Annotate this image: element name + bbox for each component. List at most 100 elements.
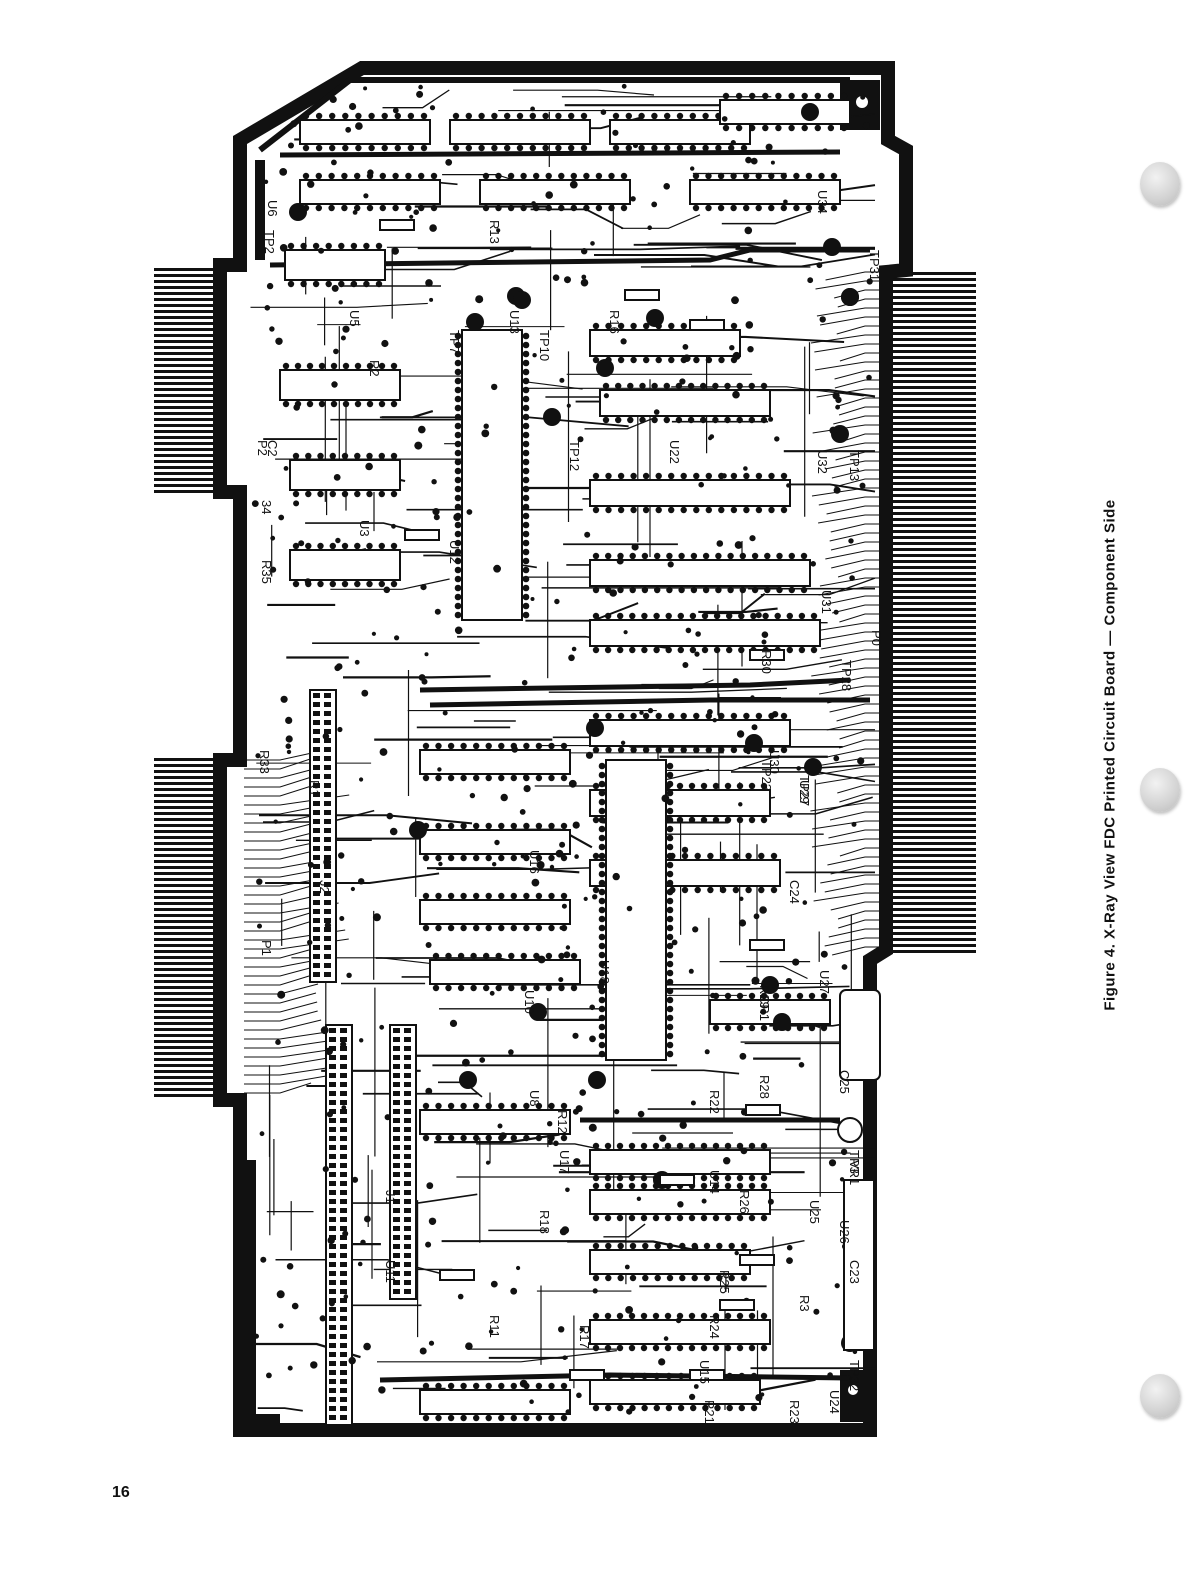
ic-pin [510, 924, 517, 932]
via [745, 156, 752, 164]
edge-finger [886, 662, 976, 665]
header-pin [404, 1262, 411, 1267]
ic-pin [529, 112, 536, 120]
via [786, 811, 793, 818]
ic-pin [664, 1142, 672, 1150]
ic-pin [743, 506, 750, 514]
via [253, 1333, 259, 1339]
ic-pin [498, 822, 505, 830]
ic-pin [294, 362, 302, 370]
header-pin [404, 1136, 411, 1141]
header-pin [329, 1064, 336, 1069]
via [351, 1176, 359, 1183]
ic-pin [381, 144, 388, 152]
ic-pin [545, 952, 553, 960]
edge-finger [886, 932, 976, 935]
ic-pin [570, 952, 578, 960]
edge-finger [886, 536, 976, 539]
edge-finger [154, 376, 244, 379]
via [759, 906, 767, 914]
edge-finger [886, 278, 976, 281]
header-pin [340, 1127, 347, 1132]
ic-pin [728, 1274, 735, 1282]
finger-trace [834, 379, 886, 389]
ic-pin [560, 822, 568, 830]
ic-pin [808, 1024, 816, 1032]
ic-pin [707, 886, 714, 894]
ic-pin [454, 548, 462, 556]
ic-pin [460, 742, 467, 750]
ic-chip [284, 249, 386, 281]
edge-finger [886, 914, 976, 917]
via [807, 277, 814, 284]
ic-pin [775, 124, 782, 132]
via [768, 416, 774, 422]
edge-finger [886, 284, 976, 287]
ic-pin [522, 566, 530, 574]
ic-pin [724, 1312, 732, 1320]
via [723, 1157, 731, 1165]
ic-pin [758, 852, 765, 860]
via [848, 538, 854, 544]
component-label: U15 [697, 1360, 712, 1384]
resistor [749, 649, 785, 661]
via [531, 201, 536, 206]
ic-pin [726, 612, 733, 620]
ic-pin [692, 172, 700, 180]
ic-pin [693, 472, 700, 480]
ic-pin [748, 1024, 756, 1032]
ic-chip-large [605, 759, 667, 1061]
edge-finger [886, 824, 976, 827]
ic-pin [760, 382, 768, 390]
ic-pin [625, 112, 632, 120]
ic-pin [605, 506, 612, 514]
ic-pin [748, 1174, 756, 1182]
edge-finger [886, 758, 976, 761]
edge-finger [886, 428, 976, 431]
edge-finger [886, 614, 976, 617]
edge-finger [154, 436, 244, 439]
ic-pin [617, 552, 624, 560]
header-pin [329, 1388, 336, 1393]
ic-pin [627, 416, 634, 424]
finger-trace [839, 352, 886, 362]
ic-pin [522, 449, 530, 457]
ic-pin [629, 1274, 637, 1282]
via [283, 466, 289, 471]
finger-trace [825, 271, 886, 281]
via [581, 248, 588, 255]
ic-pin [522, 548, 530, 556]
ic-pin [460, 1134, 467, 1142]
ic-pin [592, 646, 600, 654]
ic-chip [719, 99, 851, 125]
via [488, 1329, 494, 1334]
ic-pin [470, 952, 477, 960]
edge-finger [886, 452, 976, 455]
ic-pin [520, 204, 527, 212]
ic-pin [724, 1142, 732, 1150]
edge-finger [886, 854, 976, 857]
header-pin [324, 936, 331, 941]
finger-trace [838, 397, 886, 407]
via [493, 564, 501, 573]
ic-pin [694, 852, 701, 860]
ic-pin [598, 1005, 606, 1013]
via [307, 861, 314, 868]
via [545, 191, 553, 199]
ic-chip [419, 1389, 571, 1415]
ic-pin [548, 1134, 555, 1142]
via [732, 390, 740, 399]
edge-finger [886, 368, 976, 371]
component-label: CR1 [757, 995, 772, 1021]
finger-trace [829, 703, 886, 713]
header-pin [329, 1271, 336, 1276]
edge-finger [886, 356, 976, 359]
edge-finger [154, 298, 244, 301]
edge-finger [154, 352, 244, 355]
voltage-regulator [837, 1117, 863, 1143]
test-point [773, 1013, 791, 1031]
ic-pin [643, 356, 650, 364]
ic-pin [762, 124, 769, 132]
header-pin [324, 891, 331, 896]
via [679, 378, 686, 385]
